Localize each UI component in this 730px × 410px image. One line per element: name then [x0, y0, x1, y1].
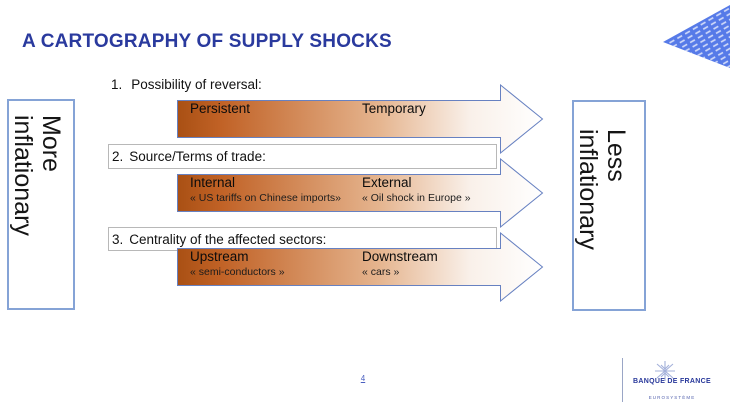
- item-3-number: 3.: [112, 231, 124, 247]
- eurosystem-label: EUROSYSTÈME: [648, 395, 696, 400]
- item-2-text: Source/Terms of trade:: [129, 149, 266, 164]
- less-inflationary-box: Less inflationary: [572, 100, 646, 311]
- upstream-label: Upstream: [190, 249, 249, 264]
- arrow-3-right-label: Downstream « cars »: [362, 249, 438, 279]
- banque-de-france-logo: BANQUE DE FRANCE EUROSYSTÈME: [620, 356, 725, 406]
- temporary-label: Temporary: [362, 101, 426, 116]
- star-emblem-icon: [653, 360, 677, 387]
- source-gradient-arrow: Internal « US tariffs on Chinese imports…: [177, 158, 544, 228]
- arrow-3-left-label: Upstream « semi-conductors »: [190, 249, 285, 279]
- persistent-label: Persistent: [190, 101, 251, 116]
- internal-example: « US tariffs on Chinese imports»: [190, 191, 341, 204]
- item-2-number: 2.: [112, 149, 124, 164]
- upstream-example: « semi-conductors »: [190, 265, 285, 278]
- item-3-text: Centrality of the affected sectors:: [129, 231, 327, 247]
- side-label-line: inflationary: [9, 115, 37, 236]
- logo-divider-line: [622, 358, 623, 402]
- item-1-heading: 1. Possibility of reversal:: [108, 72, 497, 96]
- corner-triangle-logo-icon: [660, 2, 730, 70]
- page-number: 4: [360, 374, 366, 383]
- less-inflationary-label: Less inflationary: [574, 102, 638, 309]
- slide-title: A CARTOGRAPHY OF SUPPLY SHOCKS: [22, 31, 392, 52]
- internal-label: Internal: [190, 175, 236, 190]
- side-label-line: inflationary: [574, 129, 602, 250]
- more-inflationary-box: More inflationary: [7, 99, 75, 310]
- external-example: « Oil shock in Europe »: [362, 191, 471, 204]
- item-1-number: 1.: [111, 76, 123, 92]
- arrow-1-left-label: Persistent: [190, 101, 250, 117]
- item-2-heading: 2. Source/Terms of trade:: [108, 144, 497, 169]
- side-label-line: More: [37, 115, 65, 172]
- arrow-1-right-label: Temporary: [362, 101, 426, 117]
- arrow-2-left-label: Internal « US tariffs on Chinese imports…: [190, 175, 341, 205]
- bank-name: BANQUE DE FRANCE: [633, 378, 711, 385]
- downstream-label: Downstream: [362, 249, 438, 264]
- downstream-example: « cars »: [362, 265, 400, 278]
- external-label: External: [362, 175, 412, 190]
- reversal-gradient-arrow: Persistent Temporary: [177, 84, 544, 154]
- centrality-gradient-arrow: Upstream « semi-conductors » Downstream …: [177, 232, 544, 302]
- more-inflationary-label: More inflationary: [9, 101, 73, 308]
- arrow-2-right-label: External « Oil shock in Europe »: [362, 175, 471, 205]
- side-label-line: Less: [602, 129, 630, 182]
- item-1-text: Possibility of reversal:: [131, 76, 262, 92]
